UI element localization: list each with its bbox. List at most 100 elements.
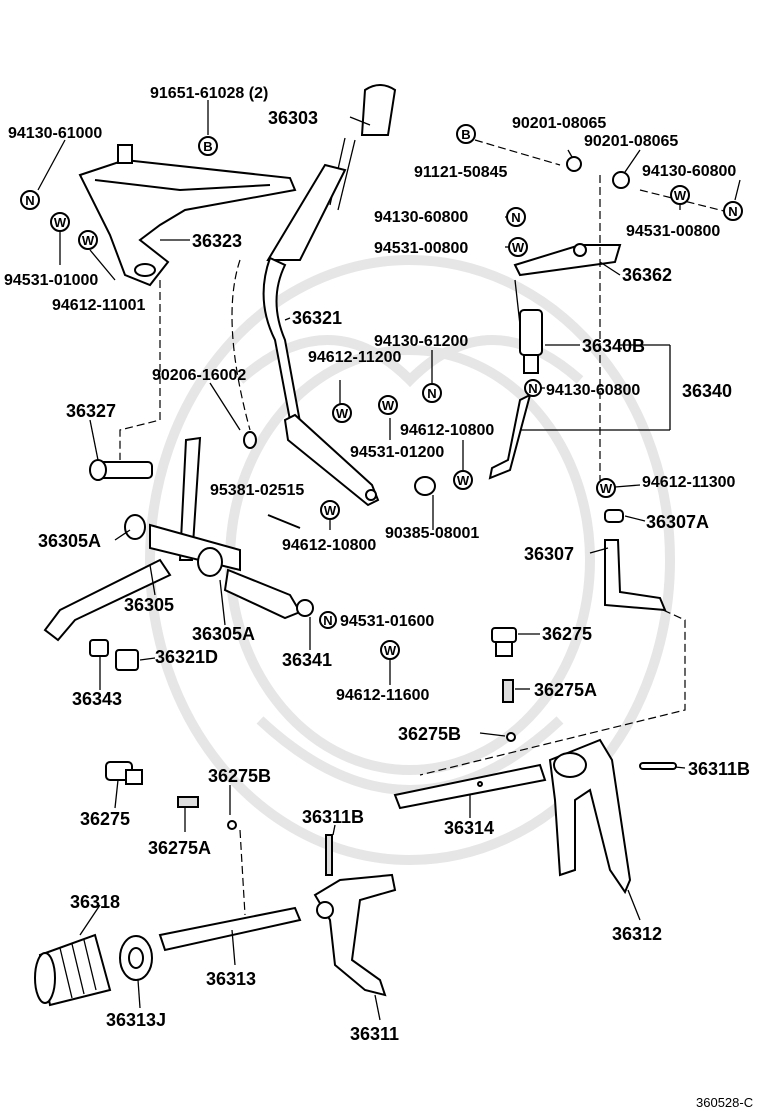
svg-text:W: W xyxy=(457,473,470,488)
shift-lever-36321 xyxy=(262,84,397,507)
label-36305A-left: 36305A xyxy=(38,531,101,551)
washers-top-right xyxy=(566,156,630,189)
label-94612-10800-left: 94612-10800 xyxy=(282,537,376,554)
svg-text:N: N xyxy=(528,381,537,396)
tag-b-1: B xyxy=(198,136,218,156)
plug-group-left xyxy=(105,761,237,830)
label-36321D: 36321D xyxy=(155,647,218,667)
label-36313: 36313 xyxy=(206,969,256,989)
label-90385: 90385-08001 xyxy=(385,525,479,542)
svg-text:W: W xyxy=(674,188,687,203)
svg-text:N: N xyxy=(728,204,737,219)
label-94612-11001: 94612-11001 xyxy=(52,297,146,314)
figure-code: 360528-C xyxy=(696,1095,753,1110)
small-parts-left xyxy=(89,639,139,671)
label-94130-60800-low: 94130-60800 xyxy=(546,382,640,399)
fork-36311 xyxy=(313,834,397,997)
svg-text:N: N xyxy=(427,386,436,401)
label-36275B-right: 36275B xyxy=(398,724,461,744)
fork-36312 xyxy=(548,738,677,895)
label-36275A-right: 36275A xyxy=(534,680,597,700)
svg-text:B: B xyxy=(203,139,212,154)
tag-b-2: B xyxy=(456,124,476,144)
svg-text:W: W xyxy=(54,215,67,230)
lever-36305 xyxy=(43,436,314,642)
svg-text:W: W xyxy=(600,481,613,496)
tag-w-3: W xyxy=(508,237,528,257)
tag-n-6: N xyxy=(319,611,337,629)
label-90201-a: 90201-08065 xyxy=(512,115,606,132)
label-94531-00800-left: 94531-00800 xyxy=(374,240,468,257)
label-36275-left: 36275 xyxy=(80,809,130,829)
tag-n-1: N xyxy=(20,190,40,210)
tag-n-2: N xyxy=(506,207,526,227)
svg-text:W: W xyxy=(82,233,95,248)
svg-text:N: N xyxy=(511,210,520,225)
tag-n-4: N xyxy=(422,383,442,403)
label-94130-61200: 94130-61200 xyxy=(374,333,468,350)
label-36307A: 36307A xyxy=(646,512,709,532)
tag-w-9: W xyxy=(596,478,616,498)
bolt-36327 xyxy=(89,459,153,481)
label-36343: 36343 xyxy=(72,689,122,709)
svg-text:W: W xyxy=(384,643,397,658)
svg-text:B: B xyxy=(461,127,470,142)
label-36303: 36303 xyxy=(268,108,318,128)
label-94612-11300: 94612-11300 xyxy=(642,474,736,491)
tag-w-8: W xyxy=(320,500,340,520)
label-94612-10800-right: 94612-10800 xyxy=(400,422,494,439)
label-94531-01600: 94531-01600 xyxy=(340,613,434,630)
label-36362: 36362 xyxy=(622,265,672,285)
ring-36313J xyxy=(119,935,153,981)
part-labels: 91651-61028 (2) 94130-61000 94531-01000 … xyxy=(4,85,753,1110)
label-36311B-right: 36311B xyxy=(688,759,750,779)
label-36312: 36312 xyxy=(612,924,662,944)
svg-text:N: N xyxy=(25,193,34,208)
label-36313J: 36313J xyxy=(106,1010,166,1030)
label-94531-01000: 94531-01000 xyxy=(4,272,98,289)
tag-n-5: N xyxy=(524,379,542,397)
tag-w-7: W xyxy=(453,470,473,490)
watermark xyxy=(145,255,675,865)
label-94130-60800-top: 94130-60800 xyxy=(642,163,736,180)
label-36275A-left: 36275A xyxy=(148,838,211,858)
label-36340B: 36340B xyxy=(582,336,645,356)
label-94612-11200: 94612-11200 xyxy=(308,349,402,366)
label-94531-01200: 94531-01200 xyxy=(350,444,444,461)
label-91121: 91121-50845 xyxy=(414,164,508,181)
label-36327: 36327 xyxy=(66,401,116,421)
label-36275-right: 36275 xyxy=(542,624,592,644)
label-36340: 36340 xyxy=(682,381,732,401)
label-91651: 91651-61028 (2) xyxy=(150,85,268,102)
label-36307: 36307 xyxy=(524,544,574,564)
plug-group-right xyxy=(491,627,517,742)
label-36305A-right: 36305A xyxy=(192,624,255,644)
label-90206: 90206-16002 xyxy=(152,367,246,384)
tag-w-4: W xyxy=(670,185,690,205)
svg-text:W: W xyxy=(512,240,525,255)
label-36321: 36321 xyxy=(292,308,342,328)
tag-w-2: W xyxy=(78,230,98,250)
lever-36362 xyxy=(513,243,622,277)
tag-n-3: N xyxy=(723,201,743,221)
misc-small-parts xyxy=(243,431,436,529)
label-36311B-mid: 36311B xyxy=(302,807,364,827)
svg-text:W: W xyxy=(336,406,349,421)
shaft-36314 xyxy=(393,763,547,810)
shaft-36307 xyxy=(604,509,667,612)
label-36275B-left: 36275B xyxy=(208,766,271,786)
svg-text:W: W xyxy=(324,503,337,518)
label-36311: 36311 xyxy=(350,1024,399,1044)
tag-w-5: W xyxy=(332,403,352,423)
leader-lines xyxy=(37,100,741,1021)
tag-w-1: W xyxy=(50,212,70,232)
circle-tags: B N W W B N W W N N W W N W W W N W xyxy=(20,124,743,660)
bracket-36323 xyxy=(78,144,297,287)
label-36323: 36323 xyxy=(192,231,242,251)
shaft-36313 xyxy=(158,906,302,952)
label-95381: 95381-02515 xyxy=(210,482,304,499)
label-36314: 36314 xyxy=(444,818,494,838)
svg-text:N: N xyxy=(323,613,332,628)
